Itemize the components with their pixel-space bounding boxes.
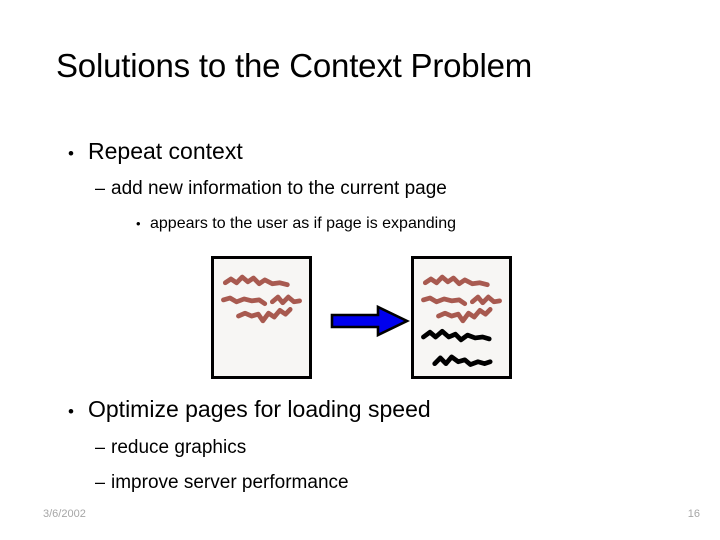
bullet-text: reduce graphics	[111, 437, 247, 458]
bullet-text: Repeat context	[88, 138, 243, 164]
page-before-content-lines	[221, 274, 302, 324]
new-line-2	[432, 354, 493, 367]
existing-line-1	[222, 274, 290, 288]
existing-line-2	[221, 294, 302, 307]
bullet-marker-icon: –	[95, 437, 106, 457]
new-line-1	[421, 328, 492, 343]
bullet-marker-icon: •	[136, 216, 141, 231]
arrow-right-icon	[330, 304, 410, 338]
existing-line-3	[236, 307, 293, 324]
existing-line-2	[421, 294, 502, 307]
page-title: Solutions to the Context Problem	[56, 47, 533, 84]
page-box-before	[211, 256, 312, 379]
footer-date: 3/6/2002	[43, 508, 86, 520]
bullet-repeat-context: • Repeat context	[68, 138, 243, 167]
bullet-improve-server-performance: – improve server performance	[95, 471, 349, 494]
page-box-after	[411, 256, 512, 379]
bullet-marker-icon: –	[95, 472, 106, 492]
bullet-marker-icon: •	[68, 144, 74, 163]
footer-slide-number: 16	[687, 508, 700, 520]
existing-line-3	[436, 307, 493, 324]
bullet-text: Optimize pages for loading speed	[88, 396, 431, 422]
bullet-text: appears to the user as if page is expand…	[150, 215, 456, 232]
bullet-marker-icon: –	[95, 178, 106, 198]
page-after-content-lines	[421, 274, 502, 367]
existing-line-1	[422, 274, 490, 288]
bullet-text: add new information to the current page	[111, 178, 447, 199]
bullet-reduce-graphics: – reduce graphics	[95, 436, 246, 459]
bullet-optimize-pages: • Optimize pages for loading speed	[68, 396, 431, 425]
bullet-add-new-information: – add new information to the current pag…	[95, 177, 447, 200]
bullet-text: improve server performance	[111, 472, 349, 493]
bullet-appears-to-user: • appears to the user as if page is expa…	[136, 214, 456, 233]
bullet-marker-icon: •	[68, 402, 74, 421]
